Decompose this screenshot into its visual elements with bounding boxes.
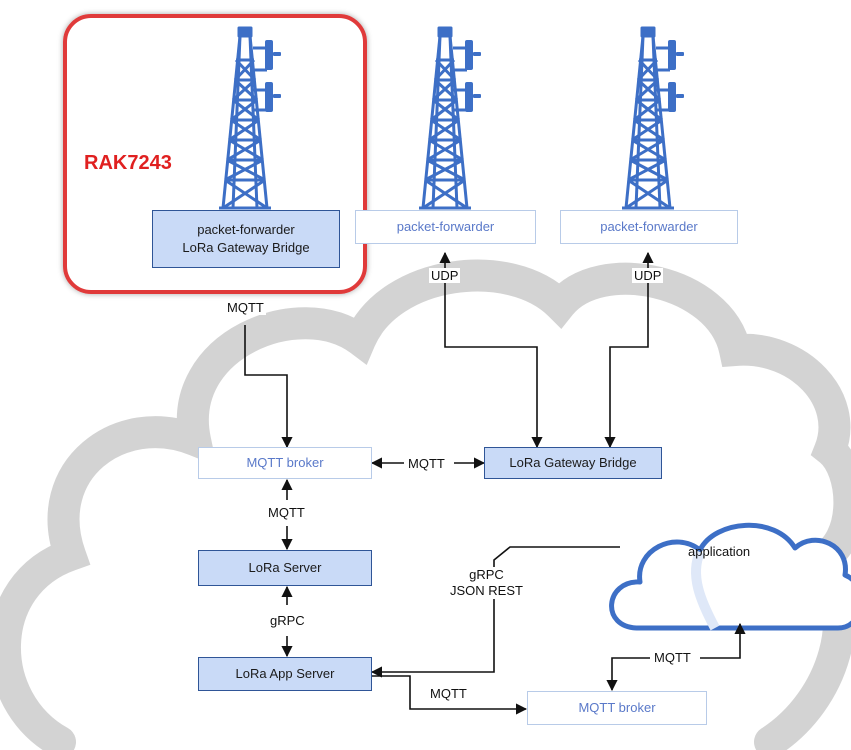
edge-label: MQTT <box>225 300 266 315</box>
lora-gateway-bridge-box[interactable]: LoRa Gateway Bridge <box>484 447 662 479</box>
edge-label-line: gRPC <box>469 567 504 582</box>
application-cloud-icon <box>609 522 851 631</box>
box-label: LoRa Server <box>248 560 322 575</box>
edge-label: MQTT <box>652 650 693 665</box>
edge-label: MQTT <box>266 505 307 520</box>
box-label: MQTT broker <box>578 700 656 715</box>
lora-server-box[interactable]: LoRa Server <box>198 550 372 586</box>
rak-gateway-box[interactable]: packet-forwarder LoRa Gateway Bridge <box>152 210 340 268</box>
cloud-shape <box>0 259 851 750</box>
edge-label: MQTT <box>428 686 469 701</box>
lora-app-server-box[interactable]: LoRa App Server <box>198 657 372 691</box>
gateway-label: RAK7243 <box>84 152 172 174</box>
mqtt-broker-box[interactable]: MQTT broker <box>527 691 707 725</box>
packet-forwarder-box[interactable]: packet-forwarder <box>355 210 536 244</box>
box-label: packet-forwarder <box>600 219 698 234</box>
box-label: packet-forwarder <box>396 219 495 234</box>
edge-label-line: JSON REST <box>450 583 523 598</box>
edge-label: gRPC <box>268 613 307 628</box>
box-label: MQTT broker <box>246 455 324 470</box>
box-line: packet-forwarder <box>197 222 295 237</box>
tower-icon <box>417 26 483 210</box>
box-label: LoRa App Server <box>235 666 335 681</box>
edge-label-multiline: gRPC JSON REST <box>448 567 525 599</box>
box-line: LoRa Gateway Bridge <box>182 240 310 255</box>
edge-label: UDP <box>632 268 664 283</box>
mqtt-broker-box[interactable]: MQTT broker <box>198 447 372 479</box>
box-label: LoRa Gateway Bridge <box>509 455 637 470</box>
application-label: application <box>688 544 751 559</box>
edge-label: MQTT <box>406 456 447 471</box>
rak-highlight-frame <box>63 14 367 294</box>
edge-label: UDP <box>429 268 461 283</box>
packet-forwarder-box[interactable]: packet-forwarder <box>560 210 738 244</box>
tower-icon <box>620 26 686 210</box>
